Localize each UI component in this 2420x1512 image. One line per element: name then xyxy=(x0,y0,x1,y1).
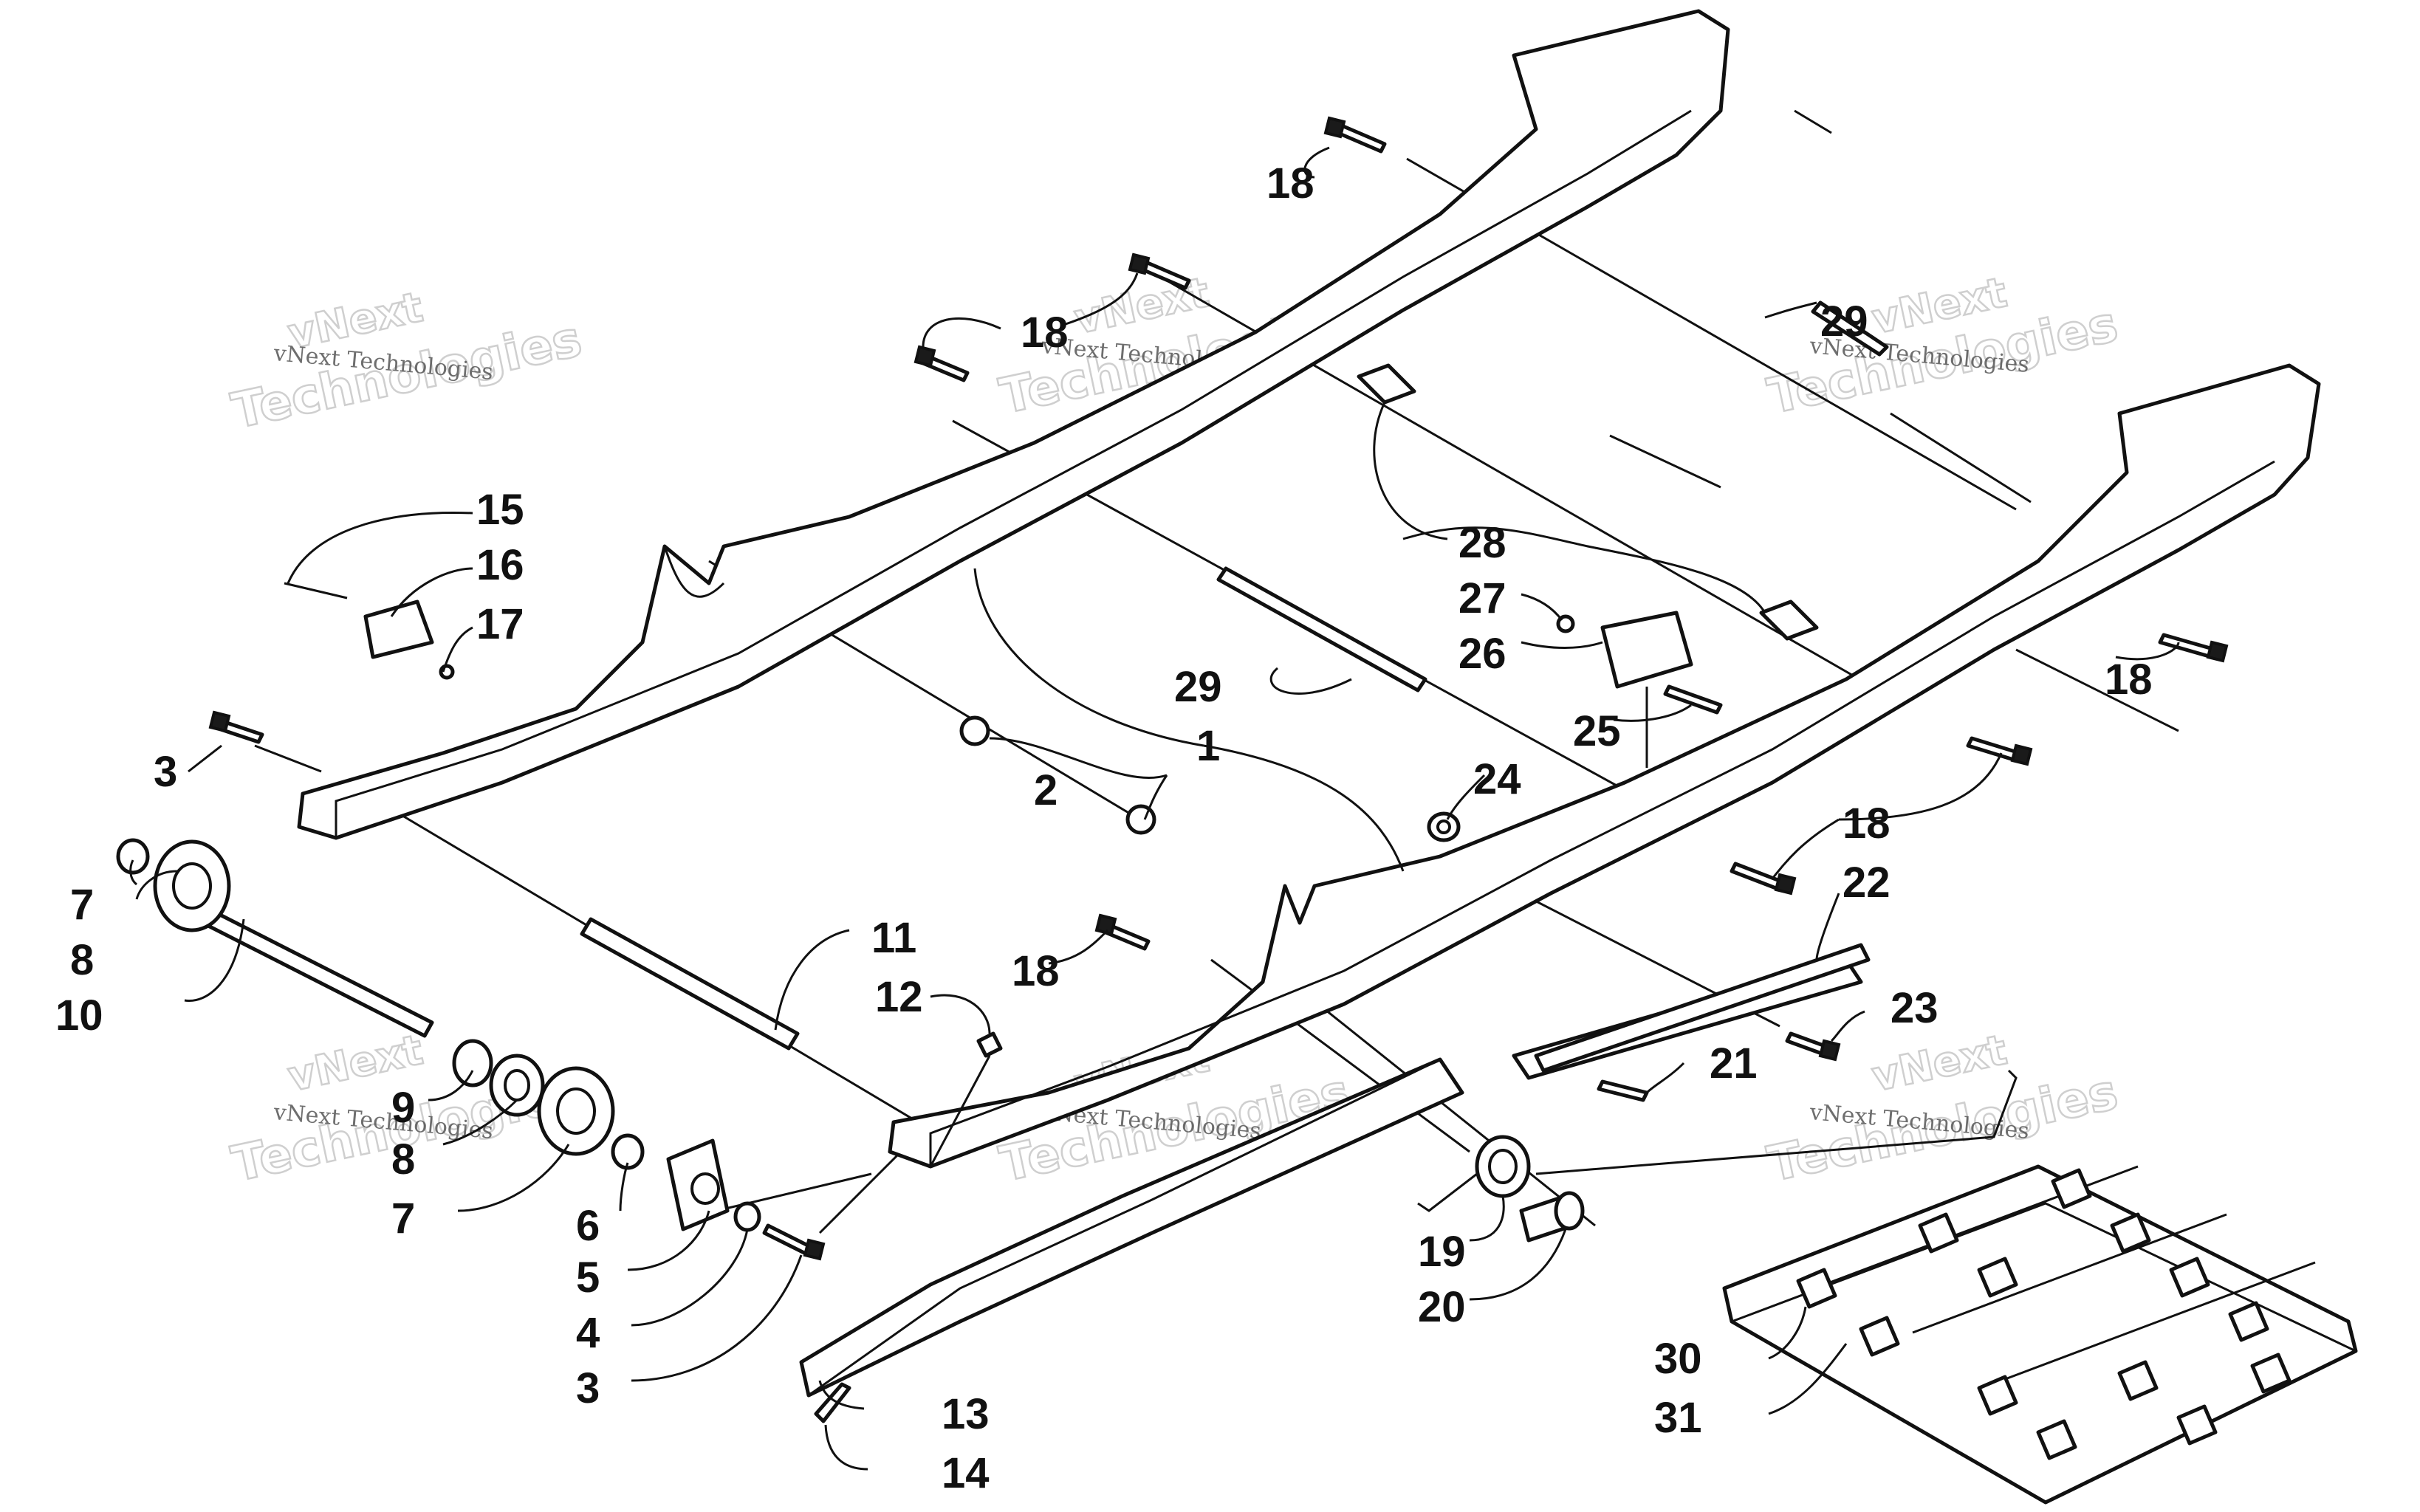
callout-1: 1 xyxy=(1196,722,1220,770)
callout-18-left: 18 xyxy=(1021,309,1069,357)
end-cap-5 xyxy=(666,1138,730,1231)
bolts xyxy=(208,116,2229,1423)
bushing-20 xyxy=(1519,1191,1585,1243)
snap-ring-9 xyxy=(452,1039,493,1087)
callout-6-top: 7 xyxy=(70,881,94,929)
snap-ring-6a xyxy=(116,838,150,875)
spring-19 xyxy=(1417,1069,2018,1212)
spring-rod xyxy=(1535,1069,2018,1175)
callout-4: 4 xyxy=(576,1309,600,1357)
callout-17: 17 xyxy=(476,600,524,648)
bolt-22 xyxy=(1597,1079,1649,1102)
callout-29-upper: 29 xyxy=(1820,298,1868,346)
washer-4 xyxy=(733,1201,761,1232)
cross-shafts xyxy=(205,300,1889,1051)
callout-29-middle: 29 xyxy=(1174,663,1222,711)
rail-lower-body xyxy=(888,363,2321,1169)
callout-30: 30 xyxy=(1654,1335,1702,1383)
snap-ring-6b xyxy=(611,1133,645,1170)
callouts: 18 18 29 28 27 26 25 18 24 18 22 23 21 2… xyxy=(55,159,2153,1497)
callout-8: 8 xyxy=(391,1135,415,1183)
callout-27: 27 xyxy=(1458,574,1506,622)
callout-9: 9 xyxy=(391,1084,415,1132)
rail-lower xyxy=(888,363,2321,1169)
shaft-10 xyxy=(205,910,434,1038)
callout-22: 21 xyxy=(1710,1040,1758,1087)
shaft-11 xyxy=(580,917,800,1051)
callout-31: 31 xyxy=(1654,1394,1702,1442)
callout-11: 11 xyxy=(871,914,916,962)
callout-14: 14 xyxy=(942,1449,990,1497)
bearings-front-left xyxy=(116,838,231,932)
callout-26: 26 xyxy=(1458,630,1506,678)
block-26 xyxy=(1600,611,1693,689)
fastener-12 xyxy=(976,1031,1003,1058)
callout-13: 13 xyxy=(942,1390,990,1438)
callout-18-top: 18 xyxy=(1266,159,1314,207)
callout-2: 2 xyxy=(1034,766,1058,814)
cross-shaft-29-upper xyxy=(1811,300,1889,357)
nut-28-upper xyxy=(1357,363,1416,405)
callout-7-top: 8 xyxy=(70,936,94,984)
pin-15 xyxy=(284,582,348,599)
nut-24 xyxy=(1427,811,1461,842)
track-section xyxy=(1722,1164,2358,1505)
callout-5: 5 xyxy=(576,1254,600,1302)
arm-21 xyxy=(1512,943,1871,1080)
cross-shaft-29-middle xyxy=(1216,566,1427,693)
callout-18-right: 18 xyxy=(2105,656,2153,704)
bolt-25 xyxy=(1663,684,1723,715)
callout-12: 12 xyxy=(875,973,923,1021)
rail-upper xyxy=(297,9,1730,840)
slide-13 xyxy=(799,1057,1464,1398)
block-16 xyxy=(363,599,434,659)
track-clips xyxy=(1796,1168,2292,1460)
callout-19: 19 xyxy=(1418,1228,1466,1276)
nut-28-lower xyxy=(1759,599,1819,641)
callout-18-lower: 18 xyxy=(1012,947,1060,995)
callout-28: 28 xyxy=(1458,519,1506,567)
slide-13-body xyxy=(799,1057,1464,1398)
callout-18-mid: 18 xyxy=(1843,800,1891,848)
callout-23: 23 xyxy=(1891,984,1939,1032)
callout-16: 16 xyxy=(476,541,524,589)
callout-25: 25 xyxy=(1573,707,1621,755)
callout-24: 24 xyxy=(1473,755,1521,803)
callout-7-bottom: 7 xyxy=(391,1195,415,1243)
callout-3-top: 3 xyxy=(154,748,177,796)
callout-6-bottom: 6 xyxy=(576,1202,600,1250)
callout-20: 20 xyxy=(1418,1283,1466,1331)
callout-3-bottom: 3 xyxy=(576,1364,600,1412)
callout-10: 10 xyxy=(55,992,103,1040)
nut-17 xyxy=(439,664,455,680)
track-belt xyxy=(1722,1164,2358,1505)
leader-lines xyxy=(129,146,2180,1471)
callout-21: 22 xyxy=(1843,859,1891,907)
rail-upper-body xyxy=(297,9,1730,840)
bearings-rear-right xyxy=(452,1039,645,1170)
bolt-14 xyxy=(814,1382,851,1423)
callout-15: 15 xyxy=(476,486,524,534)
